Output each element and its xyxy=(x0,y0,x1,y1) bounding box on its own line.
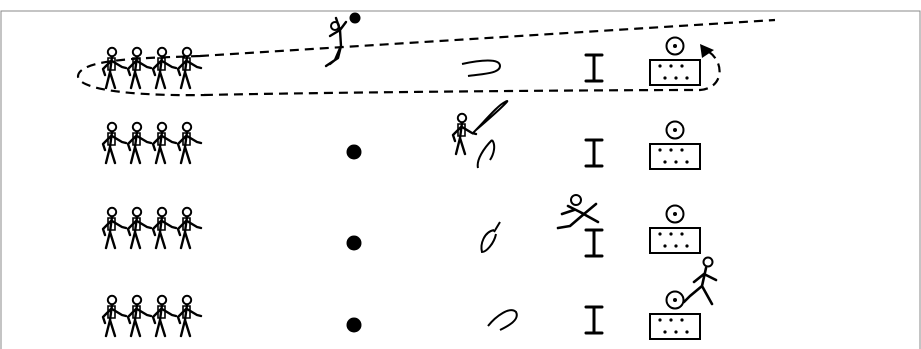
ball xyxy=(346,317,362,333)
vertical-jump-figure xyxy=(324,12,361,68)
row-2 xyxy=(101,99,701,170)
ball xyxy=(346,235,362,251)
hurdle-icon xyxy=(584,53,604,83)
frame-border xyxy=(0,10,921,349)
hurdle-icon xyxy=(584,305,604,335)
rope-skipping-figure xyxy=(451,99,509,169)
row-3 xyxy=(101,194,701,258)
player-queue-2 xyxy=(101,121,203,165)
row-4 xyxy=(101,256,718,340)
hurdle-icon xyxy=(584,138,604,168)
target-mat xyxy=(649,120,701,170)
player-queue-1 xyxy=(101,46,203,90)
runner-figure xyxy=(682,256,718,306)
dashed-route-loop xyxy=(76,18,776,97)
ball xyxy=(346,144,362,160)
player-queue-3 xyxy=(101,206,203,250)
row-1 xyxy=(76,12,776,97)
route-arrowhead xyxy=(700,44,714,58)
rope-icon xyxy=(480,221,501,254)
target-mat xyxy=(649,36,701,86)
player-queue-4 xyxy=(101,294,203,338)
hurdle-jump-figure xyxy=(556,194,604,258)
rope-icon xyxy=(461,59,502,77)
target-mat xyxy=(649,204,701,254)
target-mat xyxy=(649,290,701,340)
rope-icon xyxy=(487,309,518,331)
